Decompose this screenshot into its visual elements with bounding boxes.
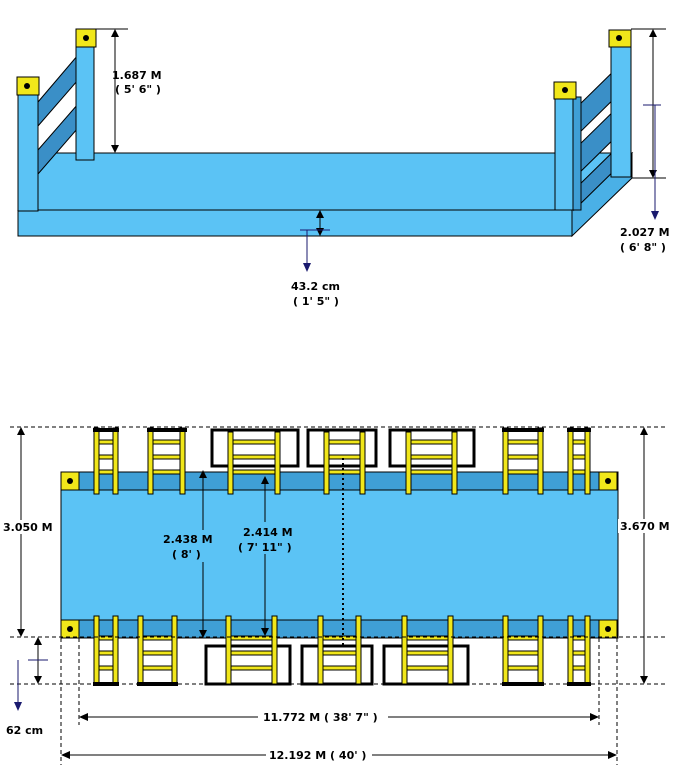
dim-internal-width-b-line2: ( 7' 11" ) (238, 541, 292, 554)
extension-lines (10, 426, 665, 765)
dim-overall-width: 3.050 M (2, 427, 53, 637)
dim-side-height-line1: 2.027 M (620, 226, 670, 239)
rack (147, 427, 187, 495)
rack (137, 615, 178, 686)
flatrack-3d-view: 1.687 M ( 5' 6" ) 2.027 M ( 6' 8" ) 43.2… (16, 28, 670, 308)
left-front-cap-hole (24, 83, 30, 89)
plan-deck-top-rail (78, 471, 600, 491)
left-front-post (17, 94, 39, 212)
bottom-racks (93, 615, 591, 686)
dim-right-width-label: 3.670 M (620, 520, 670, 533)
corner-castings (60, 471, 618, 639)
dim-internal-length: 11.772 M ( 38' 7" ) (79, 710, 599, 724)
dim-internal-width-b: 2.414 M ( 7' 11" ) (235, 476, 301, 636)
rack (502, 427, 544, 495)
rack (567, 427, 591, 495)
right-end-wall (553, 29, 632, 212)
left-end-wall (16, 28, 97, 212)
rack (300, 615, 374, 686)
dim-overall-width-label: 3.050 M (3, 521, 53, 534)
right-back-post (610, 46, 632, 178)
dim-internal-width-a-line2: ( 8' ) (172, 548, 201, 561)
rack (93, 427, 119, 495)
dim-side-height: 2.027 M ( 6' 8" ) (620, 28, 670, 254)
left-back-cap-hole (83, 35, 89, 41)
plan-view: 3.050 M 3.670 M 2.438 M ( 8' ) 2.414 M (2, 426, 670, 765)
left-back-post (75, 46, 95, 161)
dim-overhang-label: 62 cm (6, 724, 43, 737)
dim-overhang: 62 cm (6, 637, 48, 737)
top-racks (93, 427, 591, 495)
dim-internal-width-b-line1: 2.414 M (243, 526, 293, 539)
rack (382, 615, 470, 686)
right-back-cap-hole (616, 35, 622, 41)
dim-end-wall-height-line1: 1.687 M (112, 69, 162, 82)
rack (388, 428, 476, 495)
deck-front (17, 209, 573, 237)
dim-deck-height-line2: ( 1' 5" ) (293, 295, 339, 308)
dim-end-wall-height: 1.687 M ( 5' 6" ) (94, 28, 162, 154)
rack (210, 428, 300, 495)
dim-internal-length-label: 11.772 M ( 38' 7" ) (263, 711, 378, 724)
right-front-cap-hole (562, 87, 568, 93)
right-front-post-mid (572, 96, 582, 211)
dim-side-height-line2: ( 6' 8" ) (620, 241, 666, 254)
plan-deck (60, 471, 619, 639)
plan-deck-bottom-rail (78, 619, 600, 639)
dim-internal-width-a: 2.438 M ( 8' ) (160, 470, 216, 638)
deck-top (17, 152, 634, 211)
dim-deck-height: 43.2 cm ( 1' 5" ) (291, 210, 340, 308)
dim-right-width: 3.670 M (618, 427, 670, 684)
dim-internal-width-a-line1: 2.438 M (163, 533, 213, 546)
dim-external-length-label: 12.192 M ( 40' ) (269, 749, 366, 762)
right-front-post (554, 96, 574, 211)
rack (204, 615, 292, 686)
dim-external-length: 12.192 M ( 40' ) (61, 748, 617, 762)
dim-end-wall-height-line2: ( 5' 6" ) (115, 83, 161, 96)
dim-deck-height-line1: 43.2 cm (291, 280, 340, 293)
